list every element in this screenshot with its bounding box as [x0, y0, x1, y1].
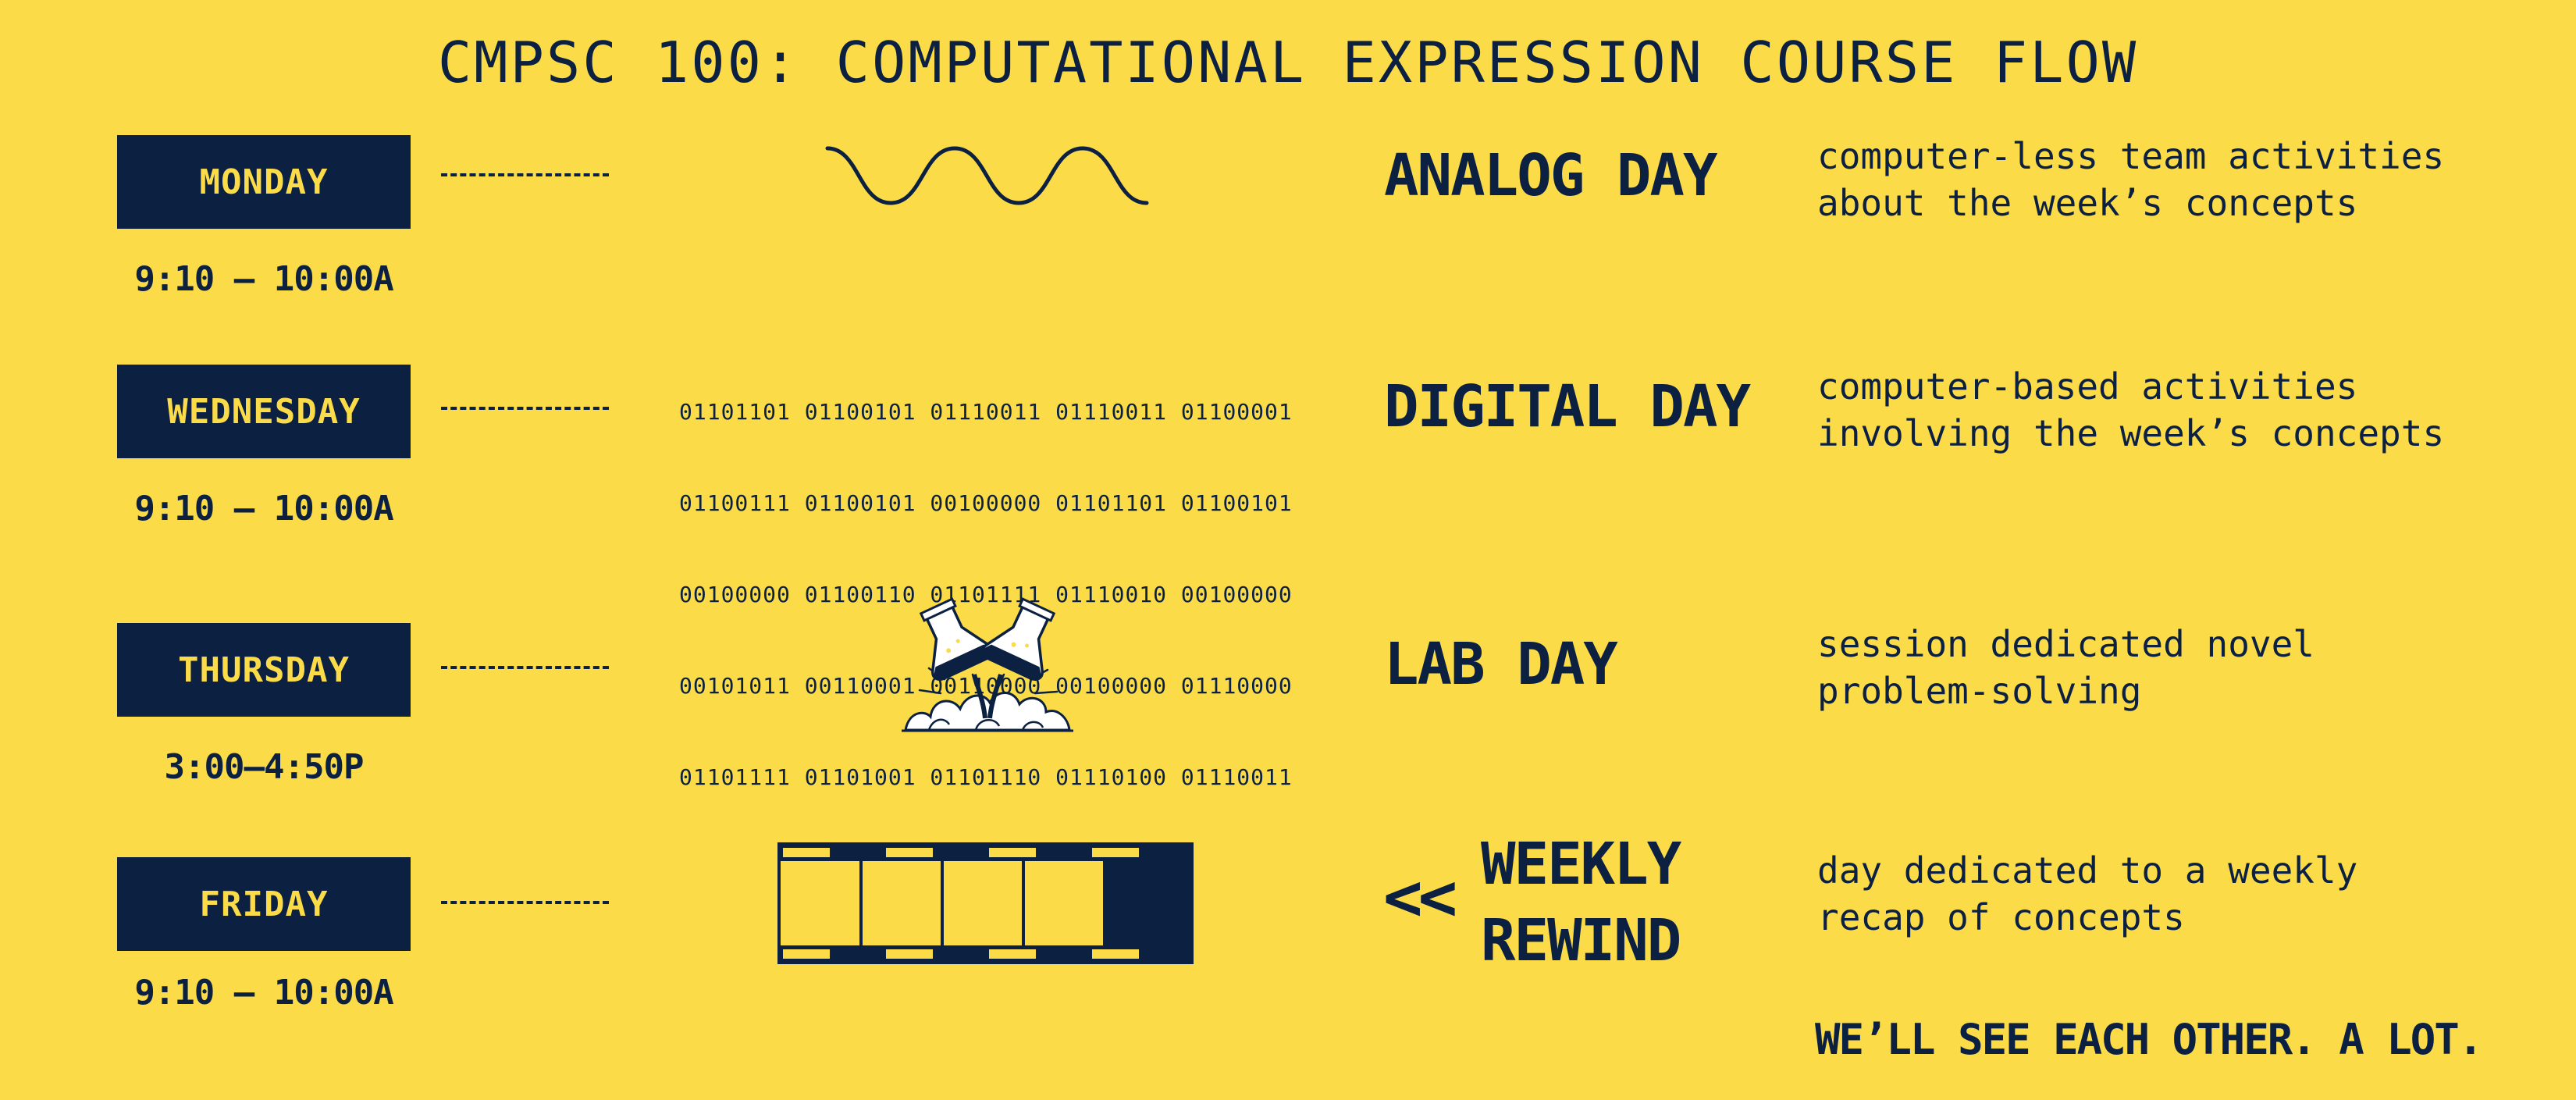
footer-tagline: WE’LL SEE EACH OTHER. A LOT. — [1815, 1015, 2483, 1064]
description-friday: day dedicated to a weekly recap of conce… — [1817, 847, 2520, 941]
film-strip-icon — [777, 842, 1194, 964]
connector-dash-wednesday — [441, 407, 609, 410]
description-wednesday: computer-based activities involving the … — [1817, 363, 2520, 457]
description-line: problem-solving — [1817, 670, 2142, 712]
description-monday: computer-less team activities about the … — [1817, 133, 2520, 226]
page-title: CMPSC 100: COMPUTATIONAL EXPRESSION COUR… — [437, 30, 2139, 95]
connector-dash-monday — [441, 173, 609, 176]
description-line: about the week’s concepts — [1817, 182, 2358, 224]
connector-dash-thursday — [441, 666, 609, 669]
description-thursday: session dedicated novel problem-solving — [1817, 621, 2520, 714]
day-box-friday: FRIDAY — [117, 857, 411, 951]
description-line: session dedicated novel — [1817, 623, 2314, 665]
binary-line: 01101111 01101001 01101110 01110100 0111… — [679, 764, 1293, 790]
time-thursday: 3:00–4:50P — [164, 747, 365, 787]
binary-text: 01101101 01100101 01110011 01110011 0110… — [679, 336, 1304, 823]
day-box-wednesday: WEDNESDAY — [117, 365, 411, 458]
time-wednesday: 9:10 – 10:00A — [134, 489, 393, 529]
binary-line: 00100000 01100110 01101111 01110010 0010… — [679, 582, 1293, 607]
rewind-arrows: << — [1383, 859, 1457, 935]
lab-flask-explosion-icon — [902, 597, 1073, 732]
description-line: computer-based activities — [1817, 365, 2358, 408]
sine-wave-icon — [825, 146, 1149, 205]
connector-dash-friday — [441, 901, 609, 904]
heading-digital-day: DIGITAL DAY — [1384, 373, 1751, 440]
day-box-thursday: THURSDAY — [117, 623, 411, 717]
binary-line: 00101011 00110001 00110000 00100000 0111… — [679, 673, 1293, 699]
description-line: recap of concepts — [1817, 896, 2185, 938]
description-line: day dedicated to a weekly — [1817, 849, 2358, 892]
heading-lab-day: LAB DAY — [1384, 631, 1618, 698]
binary-line: 01100111 01100101 00100000 01101101 0110… — [679, 490, 1293, 516]
description-line: involving the week’s concepts — [1817, 412, 2445, 454]
heading-line: REWIND — [1481, 907, 1681, 974]
description-line: computer-less team activities — [1817, 135, 2445, 177]
day-box-monday: MONDAY — [117, 135, 411, 229]
heading-weekly-rewind: WEEKLY REWIND — [1481, 826, 1681, 979]
binary-line: 01101101 01100101 01110011 01110011 0110… — [679, 399, 1293, 425]
time-friday: 9:10 – 10:00A — [134, 973, 393, 1013]
time-monday: 9:10 – 10:00A — [134, 259, 393, 299]
heading-line: WEEKLY — [1481, 831, 1681, 898]
heading-analog-day: ANALOG DAY — [1384, 142, 1718, 209]
